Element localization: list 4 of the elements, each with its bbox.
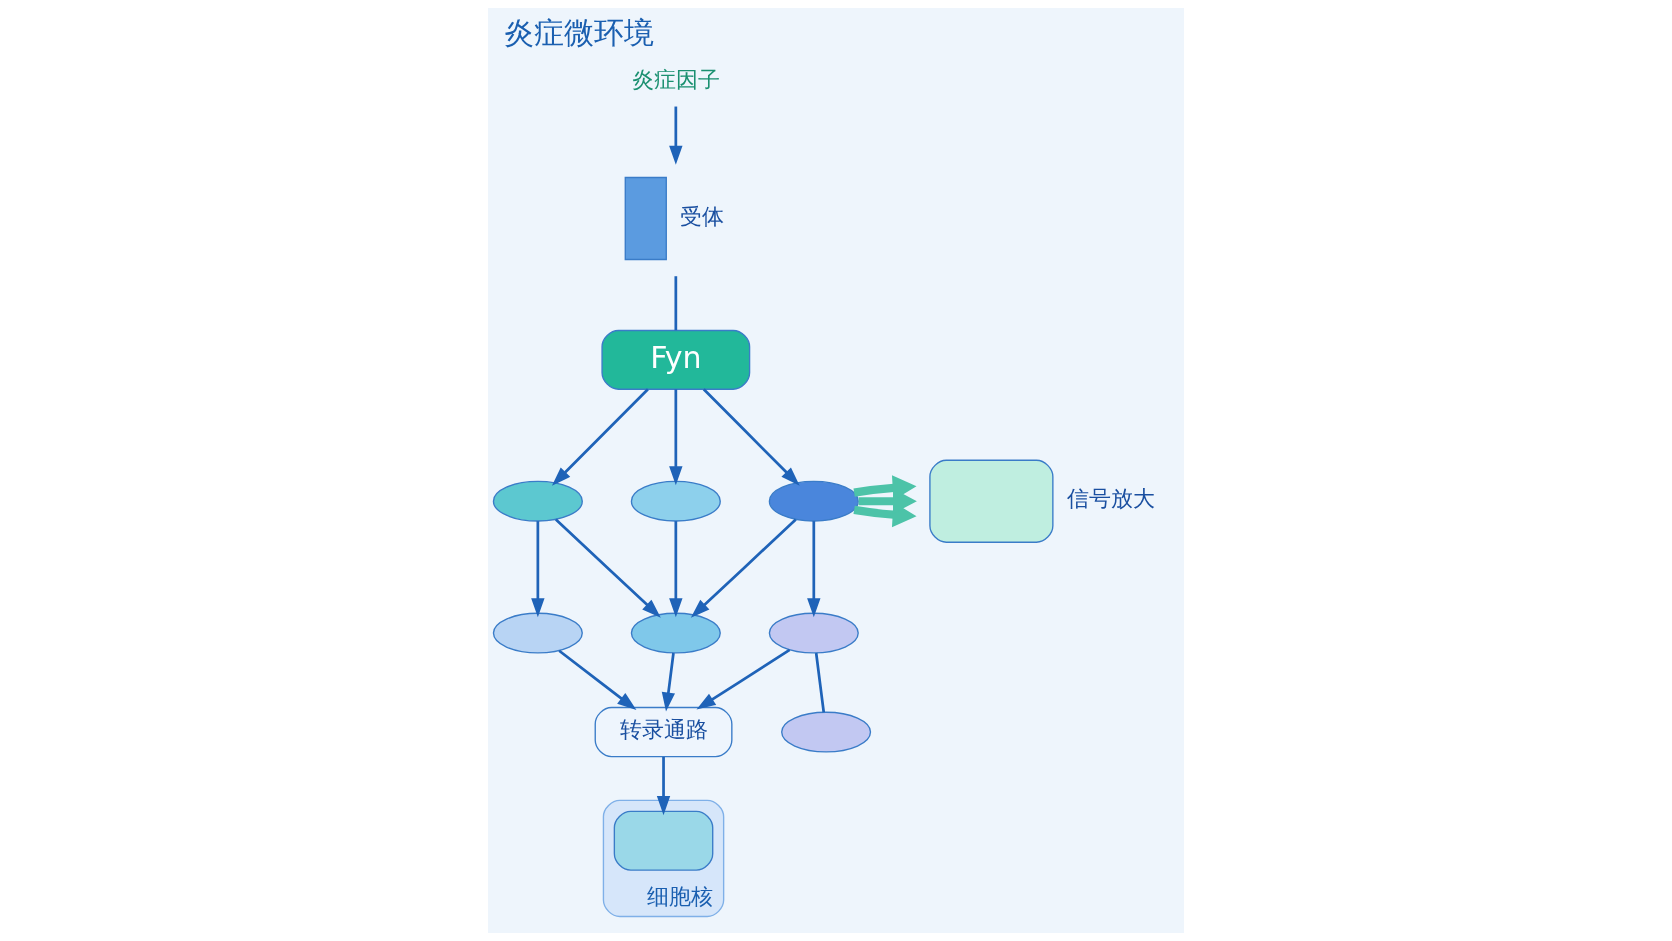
node-text: 炎症因子 bbox=[631, 67, 720, 93]
diagram-title: 炎症微环境 bbox=[503, 15, 654, 51]
node-label: 受体 bbox=[679, 203, 724, 229]
node-label: 信号放大 bbox=[1066, 486, 1155, 512]
